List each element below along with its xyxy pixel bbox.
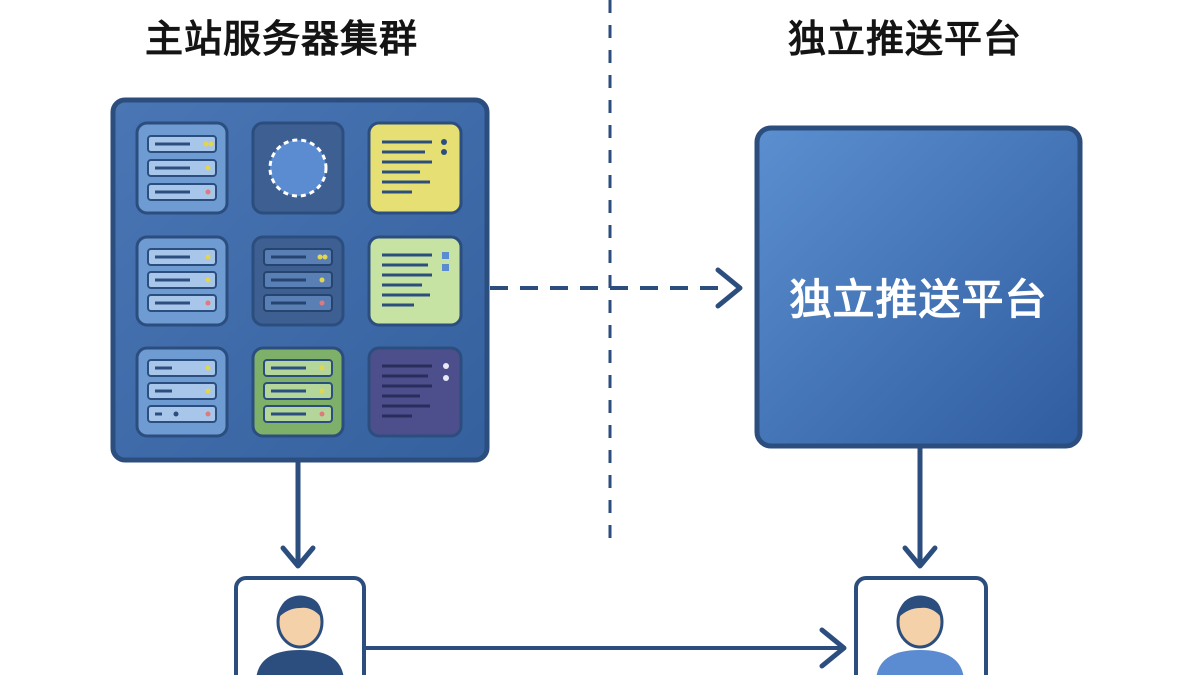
server-rack-icon bbox=[147, 135, 217, 201]
user-card bbox=[234, 576, 366, 675]
server-tile bbox=[135, 346, 229, 438]
server-tile bbox=[367, 121, 463, 215]
platform-label: 独立推送平台 bbox=[789, 275, 1048, 324]
server-rack-icon bbox=[147, 359, 217, 423]
dashed-arrow bbox=[490, 267, 743, 309]
server-tile bbox=[367, 346, 463, 438]
server-tile bbox=[135, 235, 229, 327]
user-to-user-arrow bbox=[366, 627, 847, 669]
server-tile bbox=[367, 235, 463, 327]
user-card bbox=[854, 576, 988, 675]
server-rack-icon bbox=[147, 248, 217, 312]
document-icon bbox=[382, 363, 449, 418]
server-tile bbox=[135, 121, 229, 215]
server-tile bbox=[251, 235, 345, 327]
server-tile bbox=[251, 346, 345, 438]
user-avatar-icon bbox=[876, 595, 964, 675]
server-rack-icon bbox=[263, 248, 333, 312]
down-arrow bbox=[280, 460, 316, 569]
document-icon bbox=[382, 252, 449, 307]
document-icon bbox=[382, 139, 447, 194]
user-avatar-icon bbox=[256, 595, 344, 675]
globe-icon bbox=[268, 138, 328, 198]
down-arrow bbox=[902, 446, 938, 569]
platform-title: 独立推送平台 bbox=[788, 17, 1023, 61]
server-rack-icon bbox=[263, 359, 333, 423]
server-tile bbox=[251, 121, 345, 215]
cluster-title: 主站服务器集群 bbox=[145, 17, 419, 61]
